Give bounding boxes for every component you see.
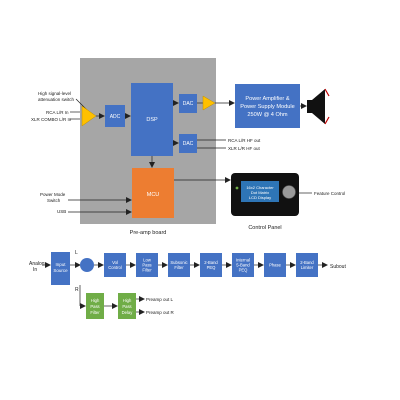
input-source-block [51, 252, 70, 285]
chain-block-label: PEQ [207, 265, 217, 270]
chain-block-6 [296, 253, 318, 277]
lcd-line3: LCD Display [249, 195, 271, 200]
control-knob [282, 185, 296, 199]
xlr-in-label: XLR COMBO L/R In [31, 117, 72, 122]
rca-in-label: RCA L/R In [46, 110, 69, 115]
power-mode-label-1: Power Mode [40, 192, 66, 197]
chain-block-label: Internal [236, 257, 250, 262]
dsp-chain: VolControlLowPassFilterSubsonicFilter2-B… [104, 253, 328, 277]
dac-bottom-label: DAC [183, 141, 194, 147]
high-signal-label: High signal-level [38, 91, 71, 96]
chain-block-label: Subsonic [170, 260, 187, 265]
panel-led [235, 186, 239, 190]
chain-block-label: Filter [174, 265, 184, 270]
output-amp-triangle [202, 95, 216, 111]
dac-bottom-block [179, 134, 197, 153]
input-amp-triangle [81, 105, 97, 127]
chain-block-0 [104, 253, 126, 277]
chain-block-1 [136, 253, 158, 277]
chain-block-label: Control [108, 265, 122, 270]
hpf-label-3: Filter [90, 310, 100, 315]
hpd-label-2: Pass [122, 304, 131, 309]
chain-block-label: Vol [112, 260, 118, 265]
r-channel-label: R [75, 287, 79, 293]
dac-top-label: DAC [183, 101, 194, 107]
preamp-l-label: Preamp out L [146, 297, 174, 302]
power-amp-block [235, 84, 300, 128]
rca-hf-out-label: RCA L/R HF out [228, 138, 261, 143]
hpd-label-1: High [123, 298, 132, 303]
dac-top-block [179, 94, 197, 113]
lcd-line1: 16x2 Character [246, 185, 274, 190]
l-channel-label: L [75, 250, 78, 256]
subout-label: Subout [330, 264, 346, 270]
chain-block-label: 5-Band [236, 263, 250, 268]
chain-block-3 [200, 253, 222, 277]
chain-block-label: PEQ [239, 268, 249, 273]
analog-in-label-1: Analog [29, 261, 45, 267]
power-amp-line2: Power Supply Module [240, 104, 294, 110]
chain-block-label: 2-Band [300, 260, 314, 265]
usb-label: USB [57, 209, 66, 214]
mcu-block [132, 168, 174, 218]
input-source-label-1: Input [55, 262, 66, 267]
chain-block-label: Limiter [301, 265, 314, 270]
analog-in-label-2: In [33, 267, 37, 273]
control-panel-label: Control Panel [248, 225, 281, 231]
chain-block-2 [168, 253, 190, 277]
chain-block-4 [232, 253, 254, 277]
power-amp-line3: 250W @ 4 Ohm [247, 112, 288, 118]
chain-block-label: Filter [142, 268, 152, 273]
chain-block-label: Pass [142, 263, 151, 268]
power-amp-line1: Power Amplifier & [245, 96, 289, 102]
high-pass-delay-block [118, 293, 136, 319]
mcu-label: MCU [147, 192, 160, 198]
hpf-label-1: High [91, 298, 100, 303]
input-source-label-2: Source [53, 268, 68, 273]
chain-block-label: 2-Band [204, 260, 218, 265]
dsp-block [131, 83, 173, 156]
attenuation-label: attenuation switch [38, 97, 75, 102]
chain-block-label: Phase [269, 263, 282, 268]
hpd-label-3: Delay [122, 310, 134, 315]
dsp-label: DSP [146, 117, 158, 123]
chain-block-5 [264, 253, 286, 277]
power-mode-label-2: Switch [47, 198, 61, 203]
xlr-hf-out-label: XLR L/R HF out [228, 146, 261, 151]
hpf-label-2: Pass [90, 304, 99, 309]
adc-block [105, 105, 125, 127]
mixer-node [80, 258, 94, 272]
high-pass-filter-block [86, 293, 104, 319]
lcd-line2: Dot Matrix [251, 190, 269, 195]
chain-block-label: Low [143, 257, 152, 262]
feature-control-label: Feature Control [314, 191, 345, 196]
speaker-icon [307, 88, 330, 125]
lcd-display [241, 181, 279, 202]
preamp-r-label: Preamp out R [146, 310, 175, 315]
preamp-board-label: Pre-amp board [130, 230, 167, 236]
adc-label: ADC [110, 114, 121, 120]
